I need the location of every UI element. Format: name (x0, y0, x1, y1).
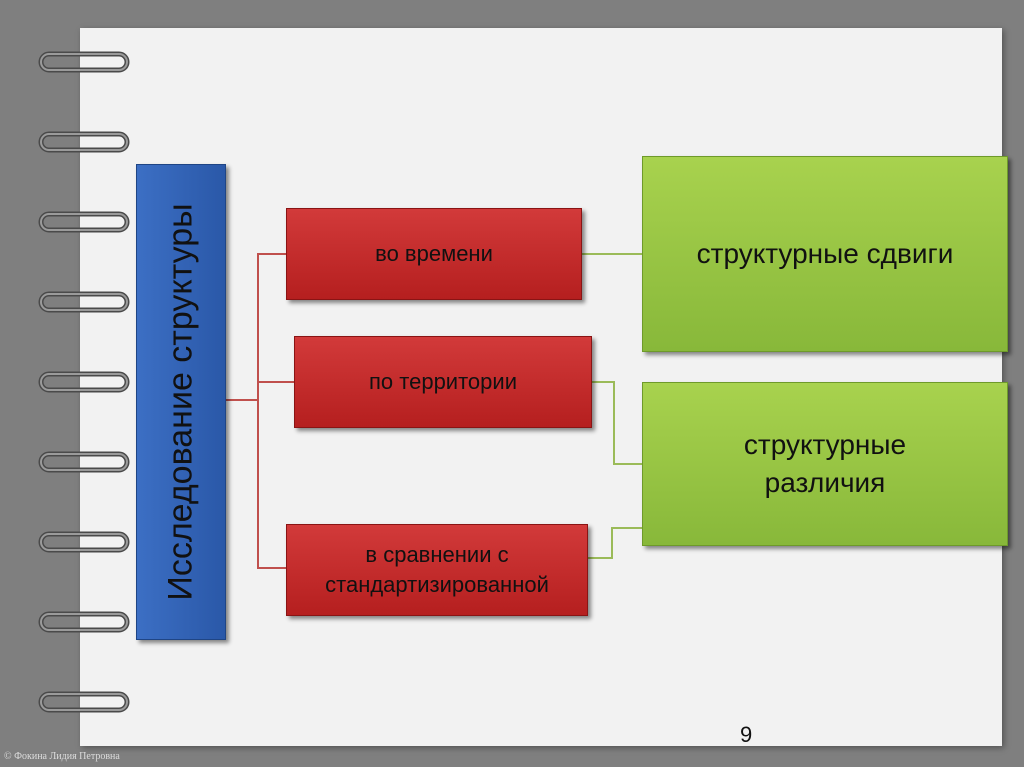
method-label-comparison: в сравнении с стандартизированной (325, 542, 549, 597)
ring-icon (38, 51, 130, 73)
connector-root-to-comparison (257, 400, 286, 569)
ring-icon (38, 291, 130, 313)
result-label-differences: структурные различия (743, 429, 907, 498)
method-box-comparison: в сравнении с стандартизированной (286, 524, 588, 616)
method-box-time: во времени (286, 208, 582, 300)
method-label-territory: по территории (369, 369, 517, 394)
root-box: Исследование структуры (136, 164, 226, 640)
ring-icon (38, 531, 130, 553)
method-box-territory: по территории (294, 336, 592, 428)
ring-icon (38, 691, 130, 713)
page-number: 9 (740, 722, 753, 747)
footer-copyright: © Фокина Лидия Петровна (4, 751, 120, 762)
ring-icon (38, 451, 130, 473)
ring-icon (38, 131, 130, 153)
connector-territory-to-differences (592, 381, 642, 465)
result-box-shifts: структурные сдвиги (642, 156, 1008, 352)
connector-root-to-time (226, 253, 286, 401)
connector-root-to-territory (257, 381, 294, 400)
ring-icon (38, 211, 130, 233)
connector-comparison-to-differences (588, 527, 642, 559)
result-label-shifts: структурные сдвиги (696, 238, 954, 269)
result-box-differences: структурные различия (642, 382, 1008, 546)
ring-icon (38, 611, 130, 633)
root-label: Исследование структуры (161, 203, 200, 601)
ring-icon (38, 371, 130, 393)
method-label-time: во времени (375, 241, 493, 266)
